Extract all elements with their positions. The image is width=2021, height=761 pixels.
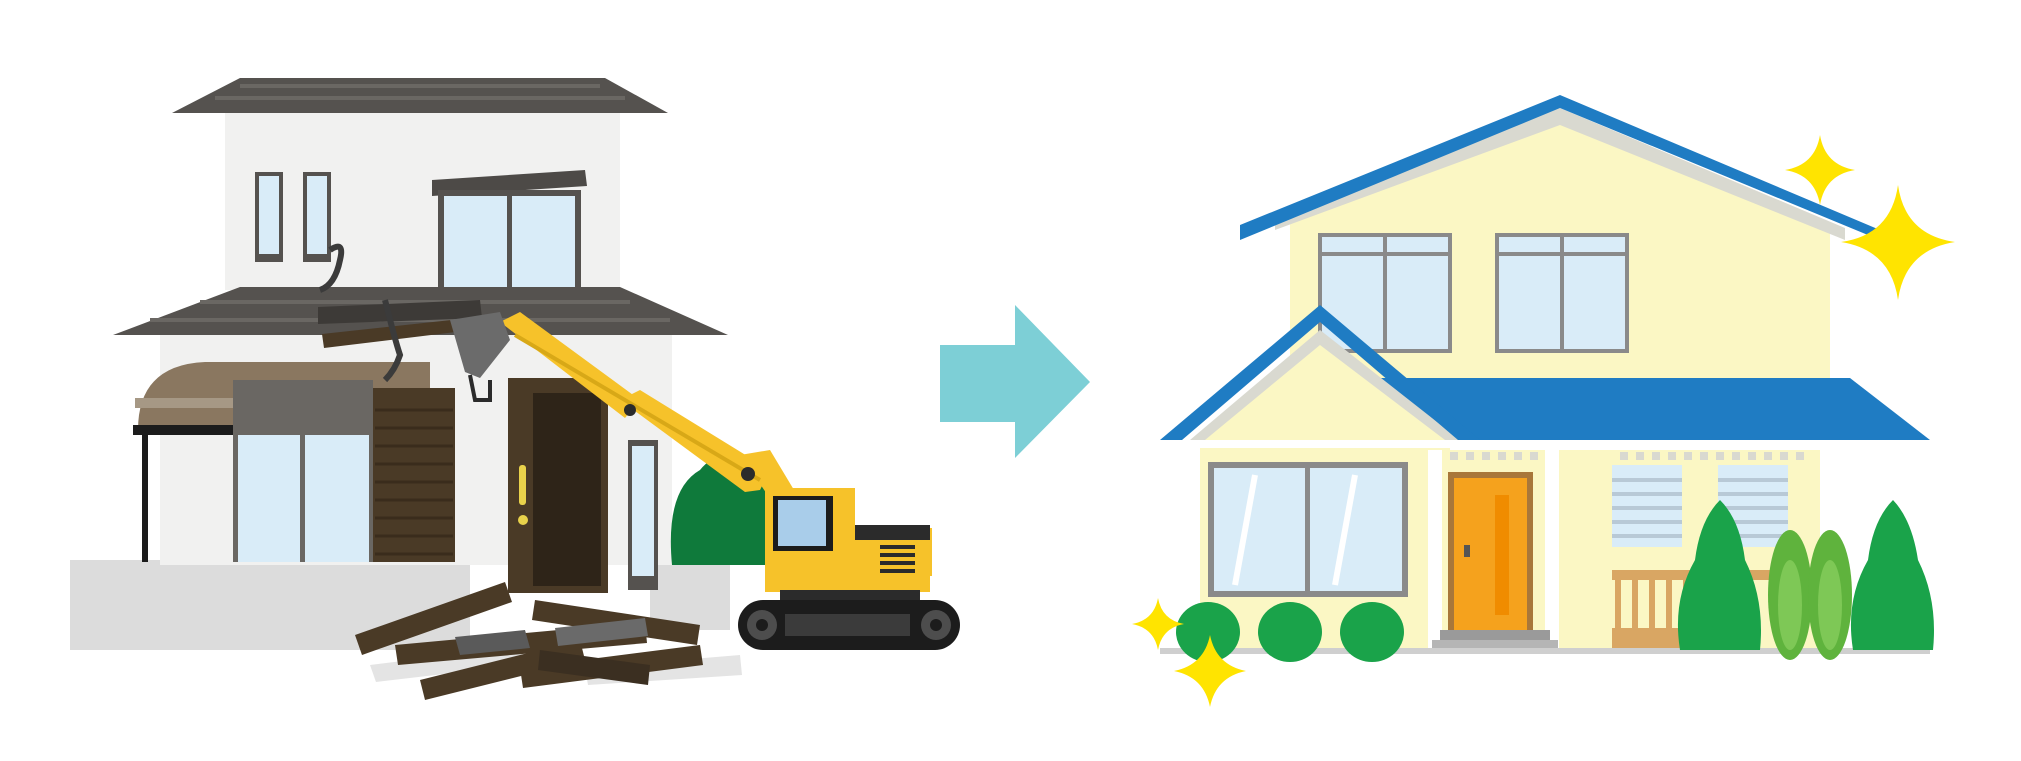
excavator-bucket [450,312,510,378]
excavator-boom [500,312,640,418]
old-house-glass-door [238,435,300,562]
excavator-window [778,500,826,546]
bushes [1176,602,1404,662]
old-house-foundation-right [650,560,730,630]
tree [1850,500,1934,650]
old-house-side-window [632,446,654,576]
old-house-top-roof [172,78,668,113]
tree-icon [1677,500,1934,660]
new-house-porch-roof [1370,378,1930,440]
old-house-upper-window [444,196,507,296]
old-house-shutter [373,388,455,562]
new-house-gable-roof [1160,305,1480,440]
old-house-icon [70,78,771,650]
excavator-icon [318,243,960,650]
new-house-steps [1440,630,1550,640]
sparkle [1174,635,1246,707]
arrow-right-icon [940,305,1090,458]
sparkle-icon [1132,135,1955,707]
old-house-glass-door [305,435,369,562]
new-house-icon [1160,95,1930,654]
old-house-small-window [259,176,279,254]
old-house-upper-window [512,196,575,296]
sparkle [1841,185,1955,300]
sparkle [1132,598,1184,650]
debris-icon [355,582,742,700]
tree [1677,500,1761,650]
sparkle [1785,135,1855,205]
bush [1258,602,1322,662]
bush [1340,602,1404,662]
bush [1176,602,1240,662]
old-house-small-window [307,176,327,254]
